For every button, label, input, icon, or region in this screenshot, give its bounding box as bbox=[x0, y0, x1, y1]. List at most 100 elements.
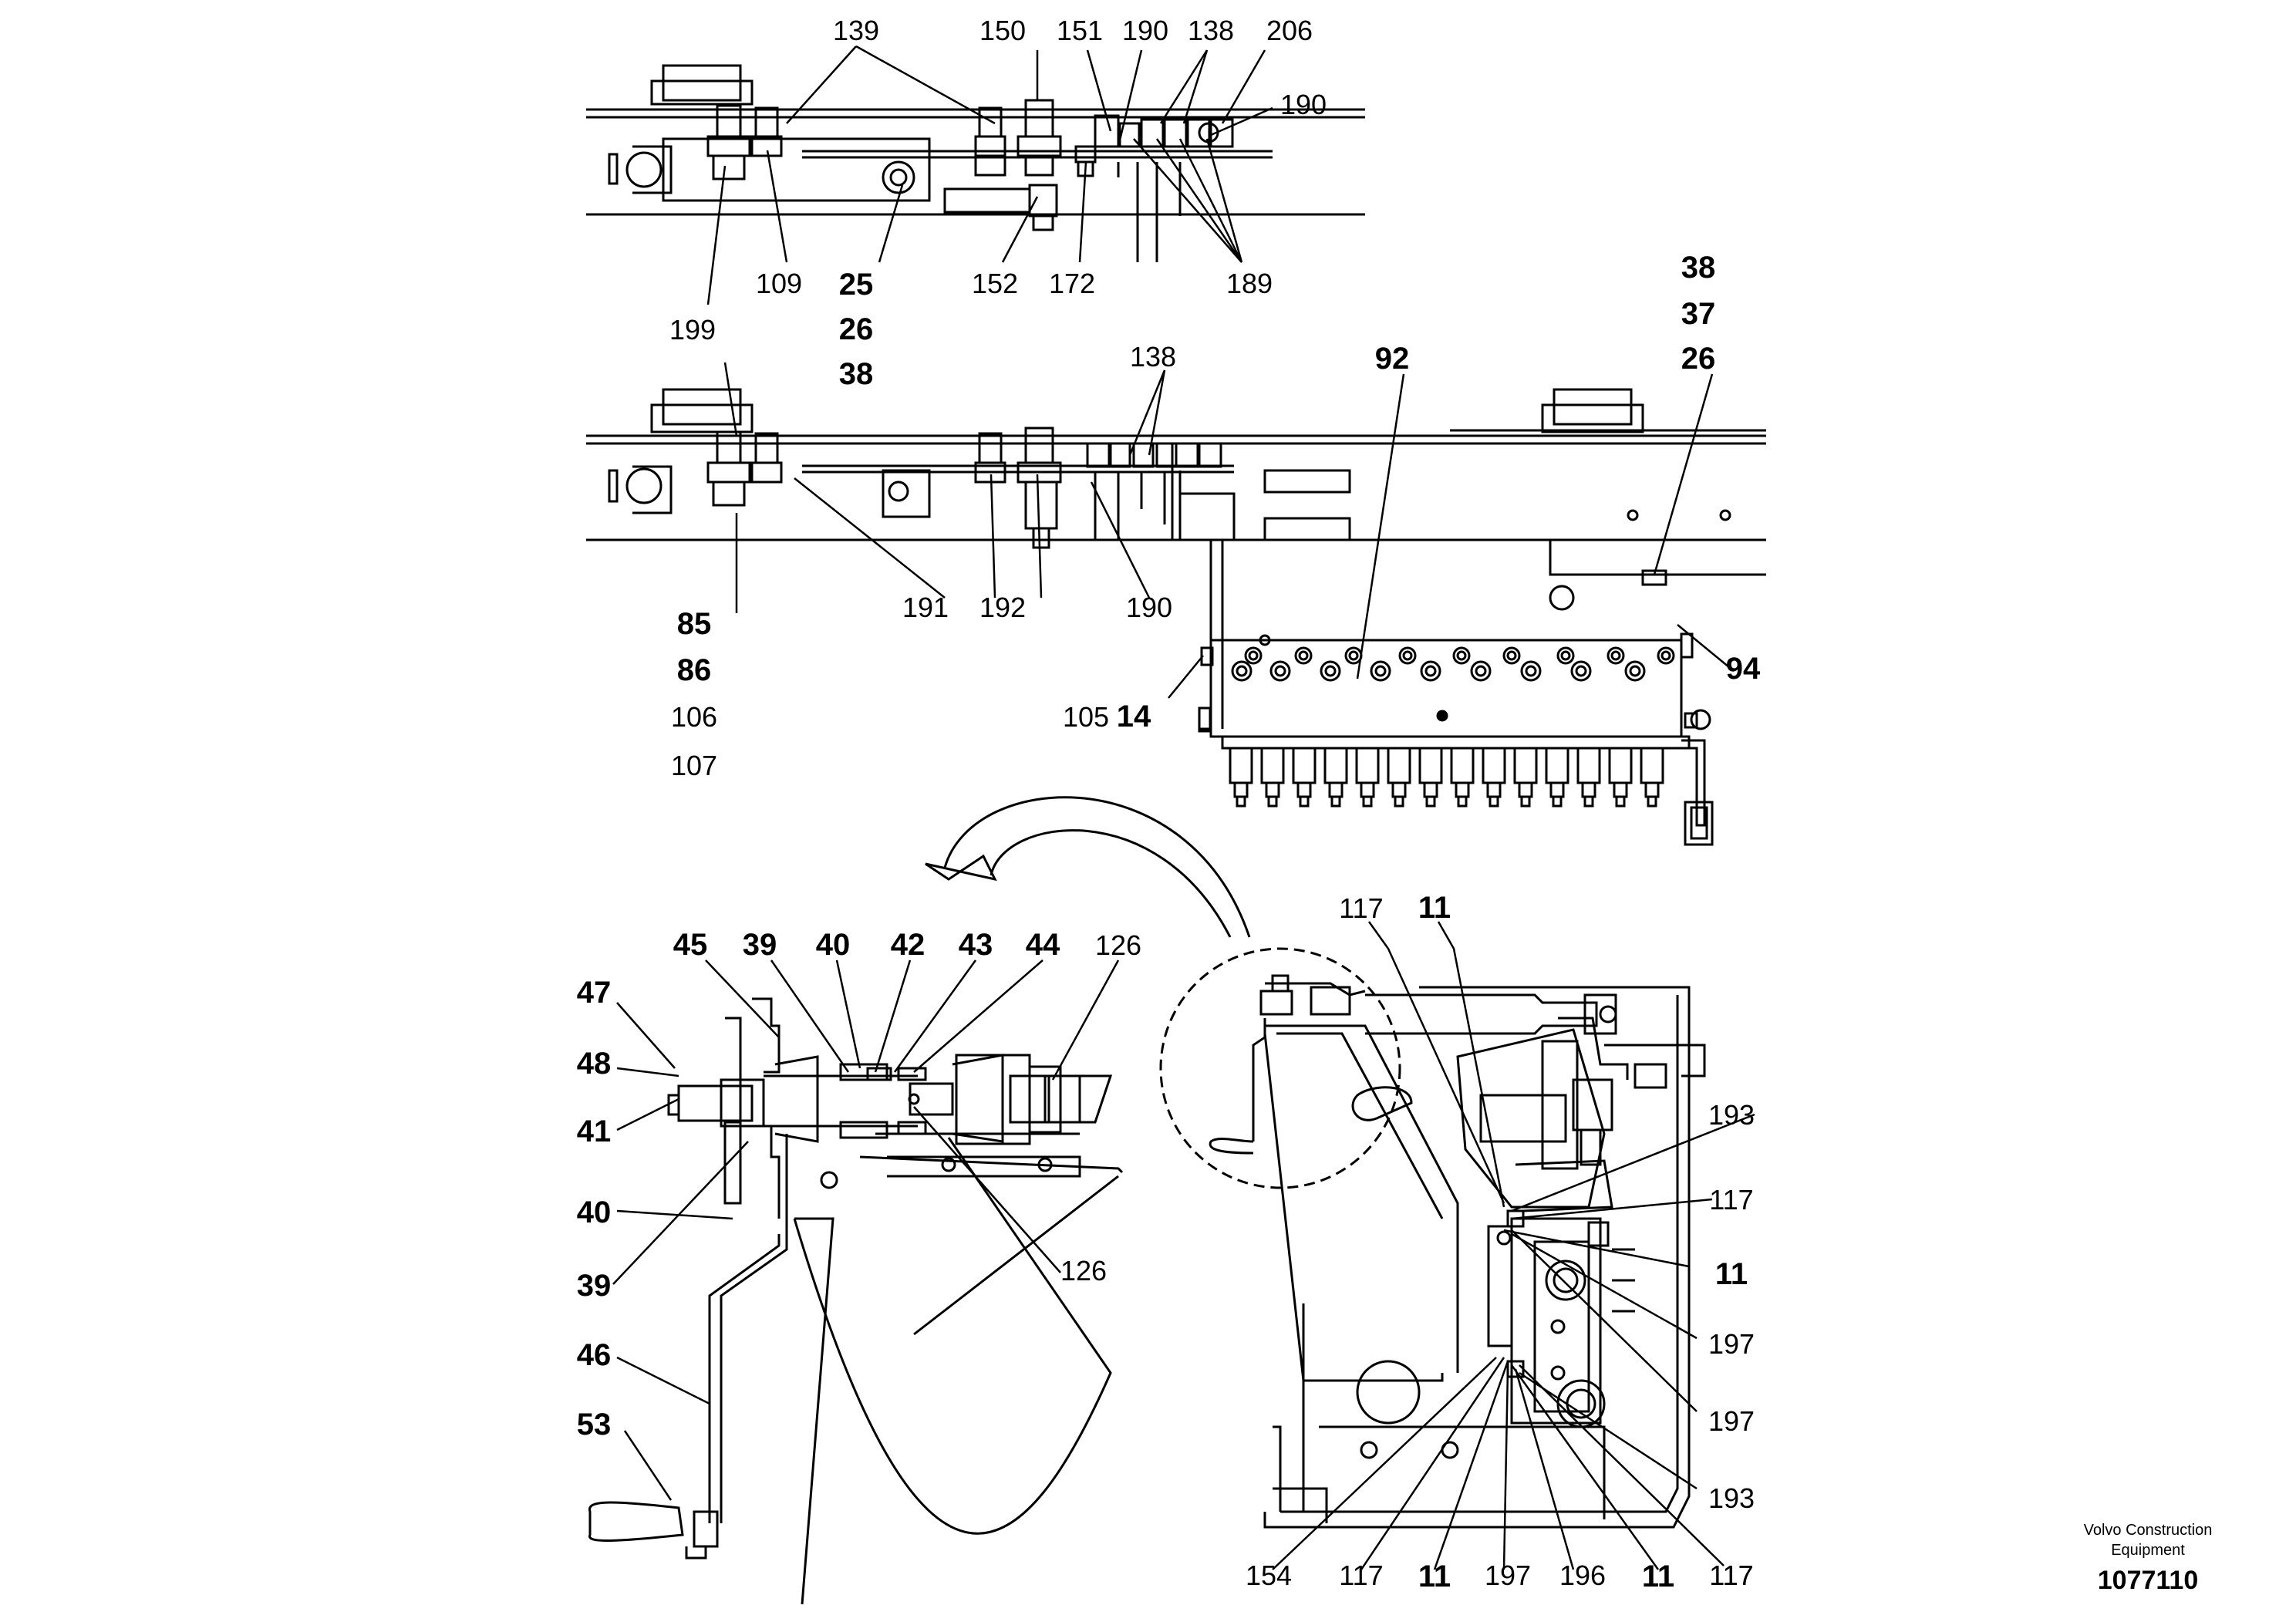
callout-41: 41 bbox=[577, 1114, 612, 1148]
callout-107: 107 bbox=[671, 750, 717, 781]
callout-193-b: 193 bbox=[1708, 1482, 1755, 1514]
outlet-body bbox=[1229, 747, 1253, 784]
valve-nut-core bbox=[1236, 665, 1248, 677]
outlet-body bbox=[1513, 747, 1538, 784]
credit-line-1: Volvo Construction bbox=[2084, 1522, 2213, 1539]
callout-11-d: 11 bbox=[1642, 1560, 1674, 1593]
valve-nut-core bbox=[1629, 665, 1641, 677]
callout-152: 152 bbox=[972, 268, 1018, 299]
callout-86: 86 bbox=[677, 653, 712, 687]
outlet-nozzle bbox=[1391, 781, 1407, 798]
callout-25: 25 bbox=[839, 268, 874, 302]
outlet-nozzle bbox=[1233, 781, 1249, 798]
valve-fitting bbox=[1502, 646, 1521, 665]
valve-nut bbox=[1470, 660, 1492, 682]
valve-fitting-core bbox=[1348, 650, 1359, 661]
callout-94: 94 bbox=[1726, 652, 1761, 686]
outlet-tip bbox=[1552, 795, 1563, 808]
valve-nut-core bbox=[1424, 665, 1437, 677]
credit-line-2: Equipment bbox=[2111, 1542, 2185, 1559]
outlet-body bbox=[1545, 747, 1569, 784]
callout-85: 85 bbox=[677, 607, 712, 641]
outlet-tip bbox=[1583, 795, 1594, 808]
valve-fitting-core bbox=[1456, 650, 1467, 661]
leader-lines bbox=[612, 45, 1755, 1570]
callout-197-b: 197 bbox=[1708, 1405, 1755, 1437]
valve-fitting-core bbox=[1248, 650, 1259, 661]
valve-fitting-core bbox=[1402, 650, 1413, 661]
callout-106: 106 bbox=[671, 701, 717, 733]
callout-117-top: 117 bbox=[1339, 892, 1383, 924]
outlet-tip bbox=[1615, 795, 1626, 808]
outlet-nozzle bbox=[1549, 781, 1565, 798]
outlet-body bbox=[1387, 747, 1411, 784]
valve-nut bbox=[1231, 660, 1253, 682]
valve-nut-core bbox=[1324, 665, 1337, 677]
callout-117-b: 117 bbox=[1709, 1560, 1753, 1591]
outlet-tip bbox=[1330, 795, 1341, 808]
outlet-body bbox=[1608, 747, 1633, 784]
callout-38-v2: 38 bbox=[1681, 251, 1716, 285]
callout-192: 192 bbox=[979, 592, 1026, 623]
outlet-body bbox=[1482, 747, 1506, 784]
outlet-nozzle bbox=[1613, 781, 1628, 798]
valve-fitting bbox=[1452, 646, 1471, 665]
outlet-nozzle bbox=[1296, 781, 1312, 798]
callout-193-a: 193 bbox=[1708, 1099, 1755, 1131]
callout-197-a: 197 bbox=[1708, 1328, 1755, 1360]
outlet-tip bbox=[1267, 795, 1278, 808]
outlet-nozzle bbox=[1360, 781, 1375, 798]
callout-11-c: 11 bbox=[1418, 1560, 1451, 1593]
outlet-tip bbox=[1299, 795, 1310, 808]
callout-190: 190 bbox=[1122, 15, 1168, 46]
valve-fitting bbox=[1294, 646, 1313, 665]
valve-nut-core bbox=[1274, 665, 1286, 677]
outlet-tip bbox=[1647, 795, 1657, 808]
callout-126-right: 126 bbox=[1060, 1255, 1107, 1286]
callout-39-top: 39 bbox=[743, 928, 777, 962]
callout-139: 139 bbox=[833, 15, 879, 46]
callout-26: 26 bbox=[839, 312, 874, 346]
callout-154: 154 bbox=[1246, 1560, 1292, 1591]
callout-151: 151 bbox=[1057, 15, 1103, 46]
outlet-body bbox=[1576, 747, 1601, 784]
view2-labels: 199 138 92 38 37 26 94 191 192 190 85 86… bbox=[669, 251, 1761, 781]
callout-14: 14 bbox=[1117, 700, 1151, 733]
callout-48: 48 bbox=[577, 1047, 612, 1081]
valve-nut bbox=[1570, 660, 1592, 682]
callout-105: 105 bbox=[1063, 701, 1109, 733]
valve-fitting bbox=[1344, 646, 1363, 665]
outlet-body bbox=[1323, 747, 1348, 784]
callout-39-left: 39 bbox=[577, 1269, 612, 1303]
outlet-nozzle bbox=[1265, 781, 1280, 798]
callout-117-c: 117 bbox=[1339, 1560, 1383, 1591]
callout-42: 42 bbox=[891, 928, 925, 962]
callout-44: 44 bbox=[1026, 928, 1060, 962]
outlet-nozzle bbox=[1581, 781, 1596, 798]
outlet-nozzle bbox=[1328, 781, 1344, 798]
outlet-body bbox=[1260, 747, 1285, 784]
outlet-nozzle bbox=[1423, 781, 1438, 798]
valve-plug bbox=[1259, 634, 1271, 646]
valve-fitting bbox=[1657, 646, 1675, 665]
detail-labels: 45 39 40 42 43 44 126 47 48 41 40 39 46 … bbox=[577, 928, 1141, 1442]
outlet-body bbox=[1450, 747, 1475, 784]
callout-38: 38 bbox=[839, 357, 874, 391]
valve-nut-core bbox=[1374, 665, 1387, 677]
valve-bank-outlets bbox=[1229, 747, 1664, 808]
valve-fitting-core bbox=[1610, 650, 1621, 661]
valve-nut bbox=[1269, 660, 1291, 682]
callout-138-v2: 138 bbox=[1130, 341, 1176, 373]
valve-nut-core bbox=[1575, 665, 1587, 677]
callout-196: 196 bbox=[1559, 1560, 1606, 1591]
callout-138: 138 bbox=[1188, 15, 1234, 46]
outlet-body bbox=[1292, 747, 1317, 784]
callout-46: 46 bbox=[577, 1338, 612, 1372]
side-view-labels: 117 11 193 117 11 197 197 193 117 154 11… bbox=[1246, 891, 1755, 1593]
callout-191: 191 bbox=[902, 592, 949, 623]
bracket-94 bbox=[1681, 739, 1714, 846]
outlet-body bbox=[1640, 747, 1664, 784]
callout-92: 92 bbox=[1375, 342, 1410, 376]
valve-bank bbox=[1231, 634, 1675, 722]
